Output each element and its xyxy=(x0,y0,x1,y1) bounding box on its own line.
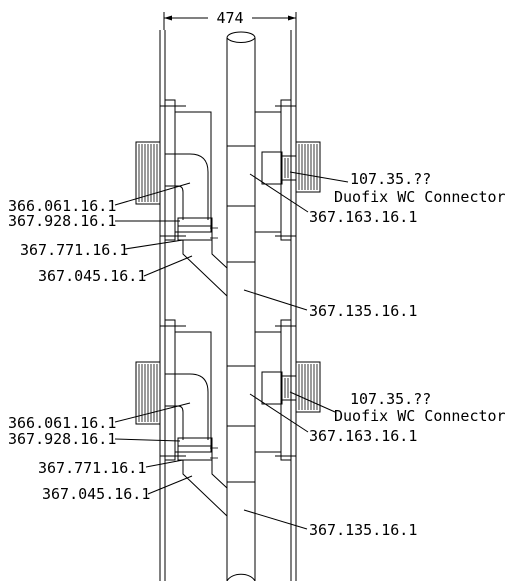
label-367-771: 367.771.16.1 xyxy=(20,241,128,259)
label-367-163: 367.163.16.1 xyxy=(309,427,417,445)
label-367-928: 367.928.16.1 xyxy=(8,430,116,448)
main-vertical-pipe xyxy=(226,31,256,581)
label-367-771: 367.771.16.1 xyxy=(38,459,146,477)
section-top-graphic xyxy=(135,99,321,297)
label-367-045: 367.045.16.1 xyxy=(42,485,150,503)
label-366-061: 366.061.16.1 xyxy=(8,197,116,215)
label-367-928: 367.928.16.1 xyxy=(8,212,116,230)
label-366-061: 366.061.16.1 xyxy=(8,414,116,432)
label-connector-name: Duofix WC Connector xyxy=(334,407,506,425)
label-367-163: 367.163.16.1 xyxy=(309,208,417,226)
label-367-135: 367.135.16.1 xyxy=(309,521,417,539)
frame-rails xyxy=(159,30,297,581)
section-bottom-labels: 366.061.16.1 367.928.16.1 367.771.16.1 3… xyxy=(8,390,506,539)
label-367-045: 367.045.16.1 xyxy=(38,267,146,285)
label-connector-name: Duofix WC Connector xyxy=(334,188,506,206)
dimension-474: 474 xyxy=(163,9,297,30)
label-connector-code: 107.35.?? xyxy=(350,390,431,408)
section-bottom-graphic xyxy=(135,319,321,517)
section-top-labels: 366.061.16.1 367.928.16.1 367.771.16.1 3… xyxy=(8,170,506,320)
label-connector-code: 107.35.?? xyxy=(350,170,431,188)
label-367-135: 367.135.16.1 xyxy=(309,302,417,320)
dimension-value: 474 xyxy=(216,9,243,27)
